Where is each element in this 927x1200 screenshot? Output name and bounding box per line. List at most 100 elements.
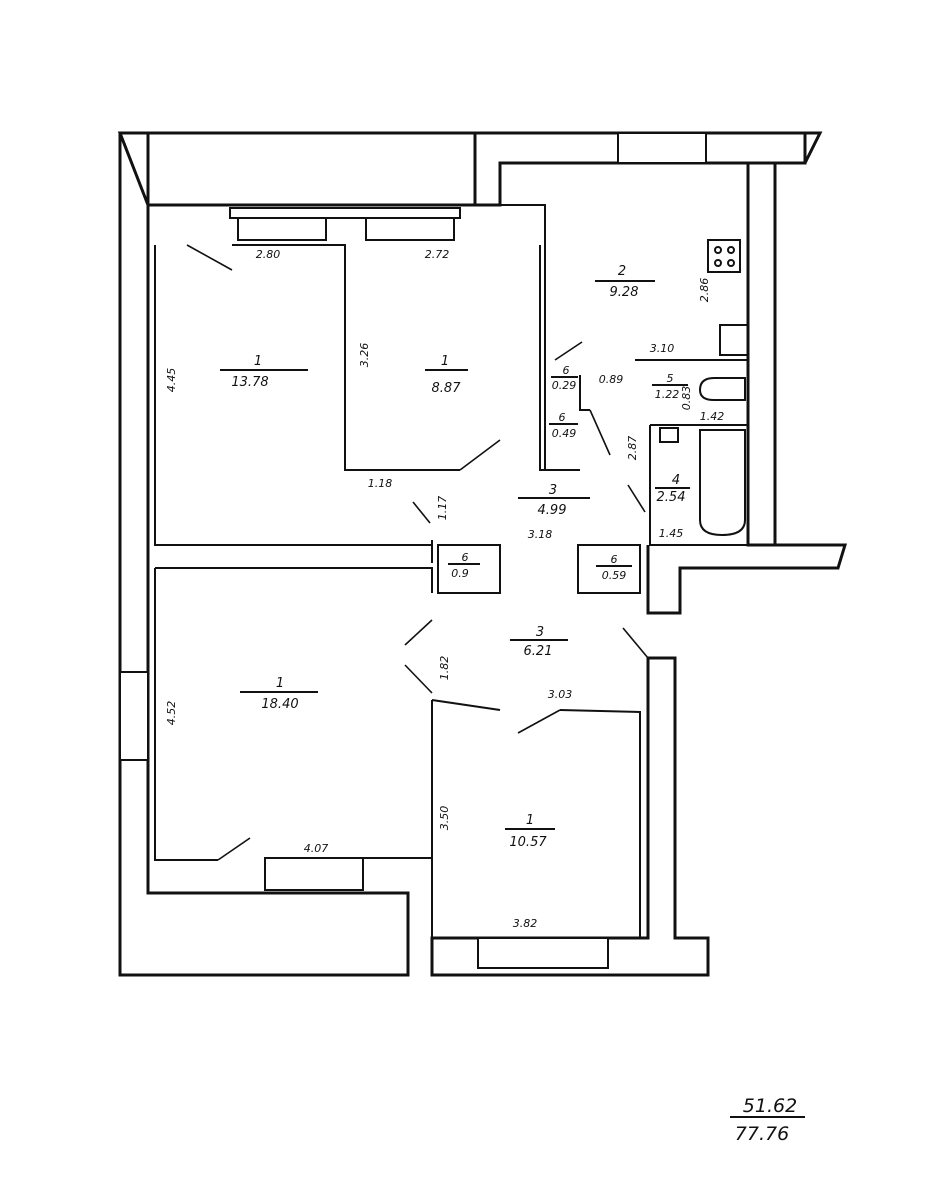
door-balcony <box>217 837 251 861</box>
door-room-c-1 <box>404 619 433 646</box>
right-lower-wall <box>646 543 848 615</box>
room-area: 0.59 <box>602 569 627 582</box>
room-area: 0.49 <box>552 427 577 440</box>
closet-d-box <box>577 544 641 594</box>
top-right-wall <box>473 131 823 207</box>
dimension: 2.80 <box>256 248 281 261</box>
room-code: 3 <box>549 483 557 498</box>
dimension-labels: 2.80 2.72 4.45 3.26 2.86 3.10 0.89 1.42 … <box>165 248 724 930</box>
room-area: 0.29 <box>552 379 577 392</box>
dimension: 3.10 <box>650 342 675 355</box>
window-kitchen <box>617 132 707 164</box>
fixtures <box>659 239 749 537</box>
living-area-total: 51.62 <box>743 1095 797 1117</box>
room-code: 1 <box>276 676 284 691</box>
dimension: 2.87 <box>626 436 639 461</box>
burner-icon <box>714 246 722 254</box>
window-left <box>119 671 149 761</box>
dimension: 3.26 <box>358 343 371 368</box>
room-d-top <box>559 709 641 938</box>
bath-box <box>649 425 748 546</box>
right-wall-cap <box>775 133 807 165</box>
burner-icon <box>727 246 735 254</box>
closet-c-box <box>437 544 501 594</box>
burner-icon <box>714 259 722 267</box>
dimension: 1.42 <box>700 410 725 423</box>
top-left-wall <box>117 131 477 207</box>
room-area: 2.54 <box>657 490 686 505</box>
doors <box>186 244 649 861</box>
window-sill-top <box>229 207 461 219</box>
dimension: 4.52 <box>165 701 178 726</box>
area-totals: 51.62 77.76 <box>730 1095 805 1145</box>
dimension: 3.82 <box>513 917 538 930</box>
door-closet-a <box>554 341 583 361</box>
door-bath <box>627 484 646 513</box>
basin-icon <box>659 427 679 443</box>
room-area: 18.40 <box>261 697 298 712</box>
dimension: 2.72 <box>425 248 450 261</box>
right-inner-wall <box>746 163 777 547</box>
dimension: 1.18 <box>368 477 393 490</box>
wall-room-b-right <box>539 245 580 471</box>
windows <box>119 132 707 969</box>
balcony-window <box>264 857 364 891</box>
room-code: 6 <box>611 553 618 566</box>
wall-room-a <box>154 245 432 546</box>
overall-area-total: 77.76 <box>735 1123 789 1145</box>
room-area: 4.99 <box>538 503 567 518</box>
interior-walls <box>154 204 748 938</box>
room-code: 6 <box>563 364 570 377</box>
door-room-d <box>517 709 561 734</box>
bathtub-icon <box>699 429 746 537</box>
room-area: 6.21 <box>524 644 553 659</box>
room-c-left <box>154 568 218 861</box>
wall-room-b <box>232 244 460 471</box>
room-area: 8.87 <box>432 381 462 396</box>
door-a <box>186 244 233 271</box>
room-code: 5 <box>667 372 674 385</box>
room-area: 13.78 <box>231 375 268 390</box>
stove-icon <box>707 239 741 273</box>
dimension: 2.86 <box>698 278 711 303</box>
window-bottom <box>477 937 609 969</box>
room-code: 1 <box>254 354 262 369</box>
dimension: 3.18 <box>528 528 553 541</box>
toilet-icon <box>698 377 746 401</box>
door-upper-hall <box>412 501 431 524</box>
door-b <box>459 439 501 471</box>
dimension: 0.89 <box>599 373 624 386</box>
dimension: 0.83 <box>680 386 693 411</box>
room-code: 3 <box>536 625 544 640</box>
room-code: 4 <box>672 473 680 488</box>
dimension: 3.03 <box>548 688 573 701</box>
room-c-right <box>265 699 501 859</box>
wall-kitchen-corner <box>500 204 546 240</box>
dimension: 4.07 <box>304 842 329 855</box>
sink-icon <box>719 324 749 356</box>
dimension: 1.17 <box>436 496 449 521</box>
outer-walls <box>117 131 848 977</box>
room-code: 1 <box>526 813 534 828</box>
room-code: 2 <box>618 264 626 279</box>
room-code: 6 <box>559 411 566 424</box>
wc-wall <box>579 375 590 411</box>
room-code: 1 <box>441 354 449 369</box>
room-area: 0.9 <box>451 567 469 580</box>
room-area: 1.22 <box>655 388 680 401</box>
room-code: 6 <box>462 551 469 564</box>
dimension: 4.45 <box>165 368 178 393</box>
dimension: 3.50 <box>438 806 451 831</box>
door-room-c-2 <box>404 664 433 694</box>
window-1 <box>237 217 327 241</box>
dimension: 1.82 <box>438 656 451 681</box>
door-entrance <box>622 627 649 659</box>
room-area: 10.57 <box>509 835 547 850</box>
dimension: 1.45 <box>659 527 684 540</box>
door-wc <box>589 409 611 456</box>
window-2 <box>365 217 455 241</box>
room-area: 9.28 <box>610 285 639 300</box>
burner-icon <box>727 259 735 267</box>
room-labels: 1 13.78 1 8.87 2 9.28 3 4.99 3 6.21 4 2.… <box>220 264 690 850</box>
